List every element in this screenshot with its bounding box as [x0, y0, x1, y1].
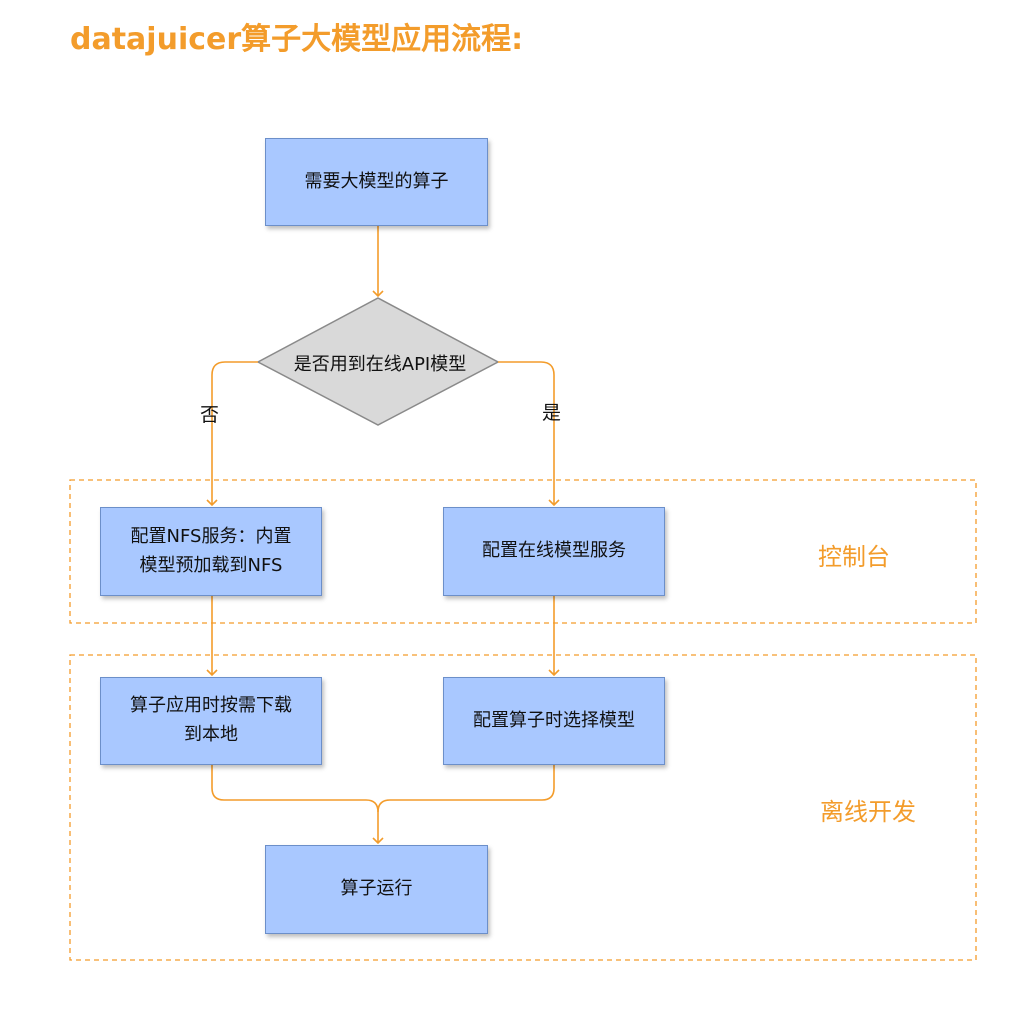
branch-no-label: 否 [200, 404, 220, 426]
page-title: datajuicer算子大模型应用流程: [70, 22, 524, 57]
node-start: 需要大模型的算子 [265, 138, 488, 226]
node-select-model: 配置算子时选择模型 [443, 677, 665, 765]
region-offline-label: 离线开发 [820, 798, 916, 826]
decision-label: 是否用到在线API模型 [293, 354, 467, 375]
branch-yes-label: 是 [542, 402, 562, 424]
node-nfs-config: 配置NFS服务：内置 模型预加载到NFS [100, 507, 322, 596]
node-online-config: 配置在线模型服务 [443, 507, 665, 596]
node-download: 算子应用时按需下载 到本地 [100, 677, 322, 765]
arrow-decision-yes [498, 361, 560, 507]
region-console-frame [69, 479, 977, 624]
region-console-label: 控制台 [818, 543, 890, 571]
arrow-decision-no [206, 361, 258, 507]
region-offline-frame [69, 654, 977, 961]
connector-select-merge [377, 765, 555, 813]
node-run: 算子运行 [265, 845, 488, 934]
connector-download-merge [211, 765, 379, 813]
decision-diamond [256, 297, 500, 426]
